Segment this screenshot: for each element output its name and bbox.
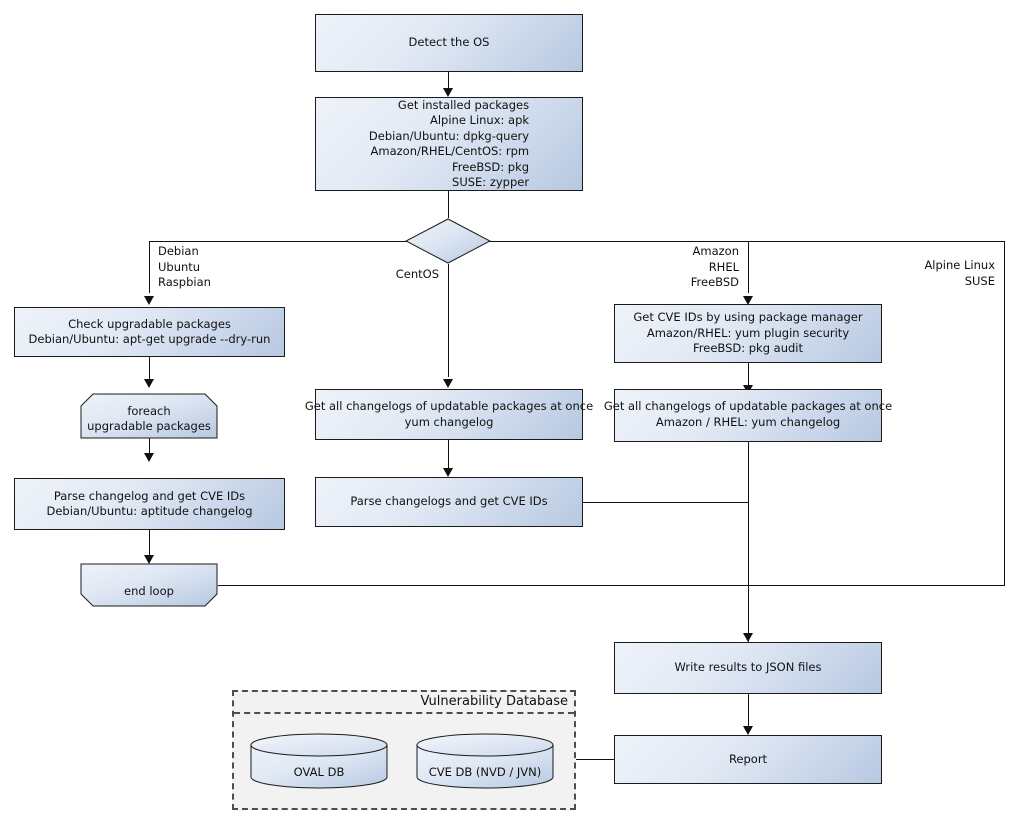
edge-check-to-foreach bbox=[149, 357, 150, 382]
node-foreach-loop[interactable]: foreach upgradable packages bbox=[80, 393, 218, 439]
edge-parsecentos-to-main bbox=[582, 502, 749, 503]
node-get-changelogs-rhel[interactable] bbox=[614, 389, 882, 442]
node-get-changelogs-centos-label: Get all changelogs of updatable packages… bbox=[304, 399, 594, 429]
arrowhead-packages bbox=[443, 88, 453, 97]
database-oval-db-label: OVAL DB bbox=[293, 765, 345, 779]
node-get-cve-ids-pkgmgr-label: Get CVE IDs by using package manager Ama… bbox=[633, 310, 863, 356]
node-get-changelogs-rhel-label: Get all changelogs of updatable packages… bbox=[603, 399, 893, 429]
edge-debian-branch bbox=[149, 241, 150, 293]
arrowhead-parse-centos bbox=[443, 468, 453, 477]
arrowhead-amazon bbox=[743, 296, 753, 305]
node-get-changelogs-centos[interactable] bbox=[315, 389, 583, 440]
node-detect-os[interactable]: Detect the OS bbox=[315, 14, 583, 72]
arrowhead-endloop bbox=[144, 555, 154, 564]
edge-label-alpine: Alpine Linux SUSE bbox=[924, 258, 995, 288]
edge-cveids-to-changelogs bbox=[748, 363, 749, 388]
arrowhead-report bbox=[743, 726, 753, 735]
edge-centos-branch bbox=[448, 264, 449, 377]
edge-foreach-to-parse bbox=[149, 431, 150, 456]
edge-detectos-to-packages bbox=[448, 72, 449, 94]
edge-main-vertical bbox=[748, 442, 749, 644]
node-get-cve-ids-pkgmgr[interactable]: Get CVE IDs by using package manager Ama… bbox=[614, 304, 882, 363]
node-check-upgradable-label: Check upgradable packages Debian/Ubuntu:… bbox=[28, 316, 271, 347]
edge-label-centos: CentOS bbox=[395, 267, 439, 281]
node-report-label: Report bbox=[728, 751, 768, 766]
node-get-installed-packages-label: Get installed packages Alpine Linux: apk… bbox=[368, 97, 530, 190]
arrowhead-debian bbox=[144, 296, 154, 305]
database-cve-db[interactable]: CVE DB (NVD / JVN) bbox=[416, 733, 554, 789]
edge-label-debian: Debian Ubuntu Raspbian bbox=[158, 244, 211, 289]
arrowhead-write-results bbox=[743, 633, 753, 642]
edge-endloop-bus bbox=[218, 585, 1005, 586]
node-parse-changelog-debian-label: Parse changelog and get CVE IDs Debian/U… bbox=[46, 488, 253, 519]
node-os-decision[interactable] bbox=[404, 218, 492, 264]
edge-amazon-branch bbox=[748, 241, 749, 293]
node-parse-changelogs-centos[interactable]: Parse changelogs and get CVE IDs bbox=[315, 477, 583, 527]
edge-write-to-report bbox=[748, 694, 749, 731]
node-parse-changelog-debian[interactable]: Parse changelog and get CVE IDs Debian/U… bbox=[14, 478, 285, 530]
arrowhead-foreach bbox=[144, 379, 154, 388]
node-end-loop[interactable]: end loop bbox=[80, 563, 218, 607]
node-check-upgradable[interactable]: Check upgradable packages Debian/Ubuntu:… bbox=[14, 307, 285, 357]
arrowhead-centos bbox=[443, 379, 453, 388]
arrowhead-parse-debian bbox=[144, 453, 154, 462]
node-end-loop-label: end loop bbox=[124, 584, 174, 599]
edge-alpine-branch bbox=[1004, 241, 1005, 586]
edge-bus-left bbox=[149, 241, 409, 242]
database-cve-db-label: CVE DB (NVD / JVN) bbox=[428, 765, 542, 779]
node-write-results[interactable]: Write results to JSON files bbox=[614, 642, 882, 694]
database-oval-db[interactable]: OVAL DB bbox=[250, 733, 388, 789]
node-detect-os-label: Detect the OS bbox=[408, 35, 490, 50]
node-get-installed-packages[interactable]: Get installed packages Alpine Linux: apk… bbox=[315, 97, 583, 191]
edge-label-amazon: Amazon RHEL FreeBSD bbox=[690, 244, 739, 289]
edge-vulndb-to-report bbox=[557, 759, 615, 760]
edge-bus-right bbox=[488, 241, 1005, 242]
node-parse-changelogs-centos-label: Parse changelogs and get CVE IDs bbox=[350, 494, 548, 509]
edge-centoschangelog-to-parse bbox=[448, 440, 449, 472]
node-report[interactable]: Report bbox=[614, 735, 882, 784]
node-write-results-label: Write results to JSON files bbox=[674, 660, 822, 675]
edge-packages-to-decision bbox=[448, 191, 449, 218]
node-foreach-loop-label: foreach upgradable packages bbox=[87, 403, 211, 434]
edge-parse-to-endloop bbox=[149, 530, 150, 558]
vulnerability-database-title: Vulnerability Database bbox=[234, 692, 574, 714]
